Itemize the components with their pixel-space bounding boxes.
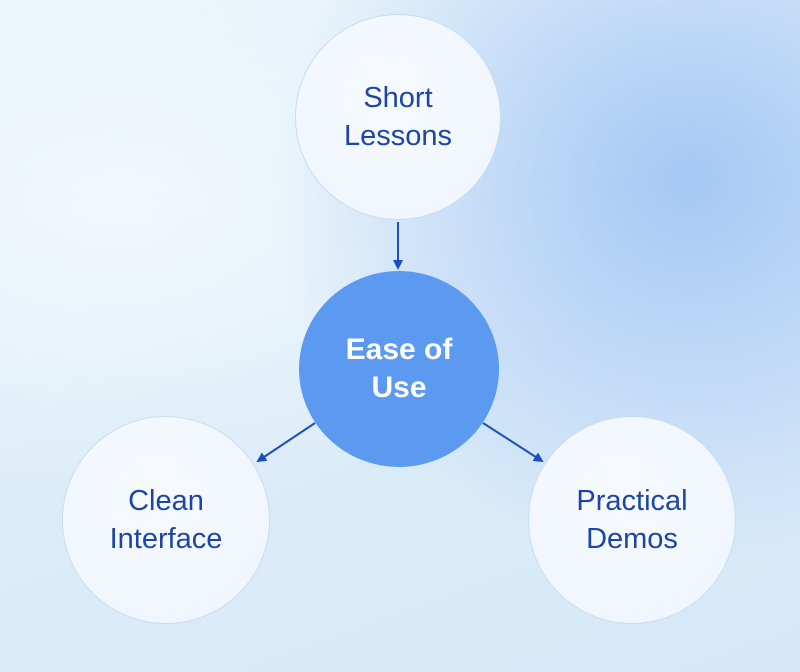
node-label: Demos [586, 523, 678, 555]
node-label: Short [363, 82, 433, 114]
arrow-center-to-left [256, 422, 316, 463]
node-label: Clean [128, 485, 204, 517]
node-label: Lessons [343, 120, 452, 152]
arrow-center-to-right [482, 422, 544, 463]
node-label: Interface [109, 523, 223, 555]
node-ease-of-use: Ease of Use [299, 271, 499, 467]
node-label: Use [371, 371, 427, 404]
node-label: Practical [576, 485, 688, 517]
node-label: Ease of [345, 333, 453, 366]
